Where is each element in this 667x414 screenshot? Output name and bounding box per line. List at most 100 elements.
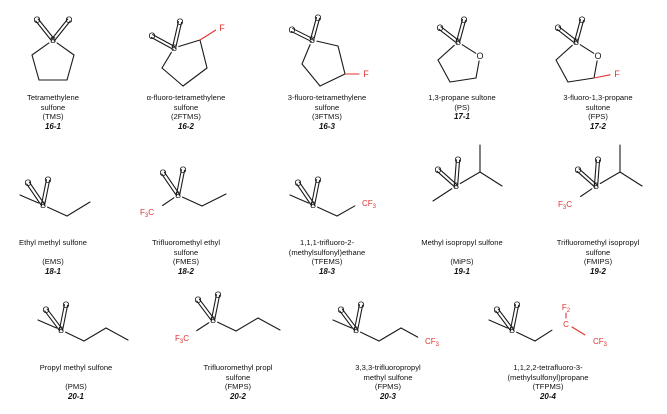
sulfur-atom: S bbox=[593, 181, 599, 191]
bond-line bbox=[316, 206, 338, 217]
molecule-name-line: Trifluoromethyl propl bbox=[203, 363, 273, 372]
trifluoromethyl-group: F3C bbox=[140, 208, 154, 219]
bond-line bbox=[475, 60, 480, 79]
bond-line bbox=[66, 201, 91, 217]
molecule-abbreviation: (TFPMS) bbox=[532, 382, 564, 392]
caption-19-2: Trifluoromethyl isopropyl sulfone (FMIPS… bbox=[533, 238, 663, 276]
fluorine-atom: F bbox=[219, 23, 225, 33]
sulfur-atom: S bbox=[353, 325, 359, 335]
molecule-name-line: Trifluoromethyl ethyl bbox=[151, 238, 221, 247]
bond-line bbox=[46, 206, 68, 217]
difluoro-carbon: C bbox=[563, 320, 569, 329]
bond-line bbox=[309, 17, 318, 41]
molecule-abbreviation: (PMS) bbox=[65, 382, 87, 392]
molecule-abbreviation: (FPS) bbox=[588, 112, 608, 122]
caption-20-4: 1,1,2,2-tetrafluoro-3- (methylsulfonyl)p… bbox=[483, 363, 613, 401]
caption-20-1: Propyl methyl sulfone (PMS) 20-1 bbox=[11, 363, 141, 401]
bond-line bbox=[199, 39, 208, 69]
oxygen-atom: O bbox=[33, 15, 40, 25]
bond-line bbox=[161, 67, 184, 87]
bond-line bbox=[513, 304, 520, 331]
molecule-name-line: Trifluoromethyl isopropyl bbox=[556, 238, 640, 247]
bond-line bbox=[296, 183, 313, 207]
fluorine-atom: F bbox=[363, 69, 369, 79]
caption-16-1: Tetramethylene sulfone (TMS) 16-1 bbox=[0, 93, 118, 131]
bond-line bbox=[353, 304, 360, 331]
oxygen-atom: O bbox=[434, 165, 441, 175]
bond-line bbox=[336, 205, 356, 217]
bond-line bbox=[31, 54, 40, 81]
caption-18-2: Trifluoromethyl ethyl sulfone (FMES) 18-… bbox=[121, 238, 251, 276]
bond-line bbox=[437, 59, 451, 83]
compound-number: 16-3 bbox=[318, 121, 335, 131]
oxygen-atom: O bbox=[594, 51, 601, 61]
bond-line bbox=[432, 188, 453, 202]
compound-number: 19-2 bbox=[589, 266, 606, 276]
compound-number: 18-3 bbox=[318, 266, 335, 276]
compound-number: 20-1 bbox=[67, 391, 84, 401]
bond-line bbox=[178, 39, 201, 48]
oxygen-atom: O bbox=[493, 305, 500, 315]
bond-line bbox=[619, 171, 643, 187]
caption-17-2: 3-fluoro-1,3-propane sultone (FPS) 17-2 bbox=[533, 93, 663, 131]
oxygen-atom: O bbox=[42, 305, 49, 315]
bond-line bbox=[515, 331, 536, 342]
oxygen-atom: O bbox=[65, 15, 72, 25]
bond-line bbox=[171, 21, 179, 49]
bond-line bbox=[593, 60, 598, 79]
molecule-name-line: sulfone bbox=[225, 372, 251, 382]
compound-number: 20-3 bbox=[379, 391, 396, 401]
oxygen-atom: O bbox=[594, 155, 601, 165]
sulfur-atom: S bbox=[210, 315, 216, 325]
bond-line bbox=[453, 159, 457, 187]
bond-line bbox=[316, 40, 339, 47]
bond-line bbox=[314, 179, 321, 206]
oxygen-atom: O bbox=[179, 165, 186, 175]
bond-line bbox=[162, 197, 175, 207]
bond-line bbox=[556, 28, 576, 44]
sulfur-atom: S bbox=[309, 35, 315, 45]
oxygen-atom: O bbox=[454, 155, 461, 165]
caption-19-1: Methyl isopropyl sulfone (MiPS) 19-1 bbox=[397, 238, 527, 276]
oxygen-atom: O bbox=[148, 31, 155, 41]
molecule-name-line: Methyl isopropyl sulfone bbox=[421, 238, 503, 247]
oxygen-atom: O bbox=[513, 300, 520, 310]
oxygen-atom: O bbox=[357, 300, 364, 310]
bond-line bbox=[378, 327, 402, 342]
molecule-abbreviation: (EMS) bbox=[42, 257, 64, 267]
bond-line bbox=[593, 74, 611, 79]
oxygen-atom: O bbox=[337, 305, 344, 315]
bond-line bbox=[555, 59, 569, 83]
oxygen-atom: O bbox=[214, 290, 221, 300]
sulfur-atom: S bbox=[175, 190, 181, 200]
trifluoromethyl-group: CF3 bbox=[362, 199, 377, 210]
bond-line bbox=[459, 171, 481, 185]
molecule-name-line: 3-fluoro-1,3-propane bbox=[563, 93, 633, 102]
bond-line bbox=[44, 179, 51, 206]
molecule-abbreviation: (FMPS) bbox=[224, 382, 252, 392]
oxygen-atom: O bbox=[44, 175, 51, 185]
bond-line bbox=[457, 159, 461, 187]
bond-line bbox=[58, 304, 65, 331]
trifluoromethyl-group: CF3 bbox=[593, 337, 608, 348]
molecule-name-line: sulfone bbox=[40, 102, 66, 112]
bond-line bbox=[455, 19, 464, 43]
bond-line bbox=[40, 179, 47, 206]
caption-20-2: Trifluoromethyl propl sulfone (FMPS) 20-… bbox=[173, 363, 303, 401]
bond-line bbox=[216, 321, 237, 332]
oxygen-atom: O bbox=[194, 295, 201, 305]
bond-line bbox=[357, 304, 364, 331]
molecule-abbreviation: (FMES) bbox=[172, 257, 200, 267]
bond-line bbox=[578, 168, 598, 186]
bond-line bbox=[150, 36, 174, 50]
bond-line bbox=[461, 44, 477, 54]
sulfur-atom: S bbox=[171, 43, 177, 53]
oxygen-atom: O bbox=[436, 23, 443, 33]
molecule-abbreviation: (TFEMS) bbox=[311, 257, 343, 267]
molecule-name-line: sulfone bbox=[173, 102, 199, 112]
bond-line bbox=[37, 18, 55, 40]
bond-line bbox=[37, 319, 57, 329]
molecule-name-line: sulfone bbox=[314, 102, 340, 112]
molecule-name-line: 1,1,2,2-tetrafluoro-3- bbox=[513, 363, 583, 372]
